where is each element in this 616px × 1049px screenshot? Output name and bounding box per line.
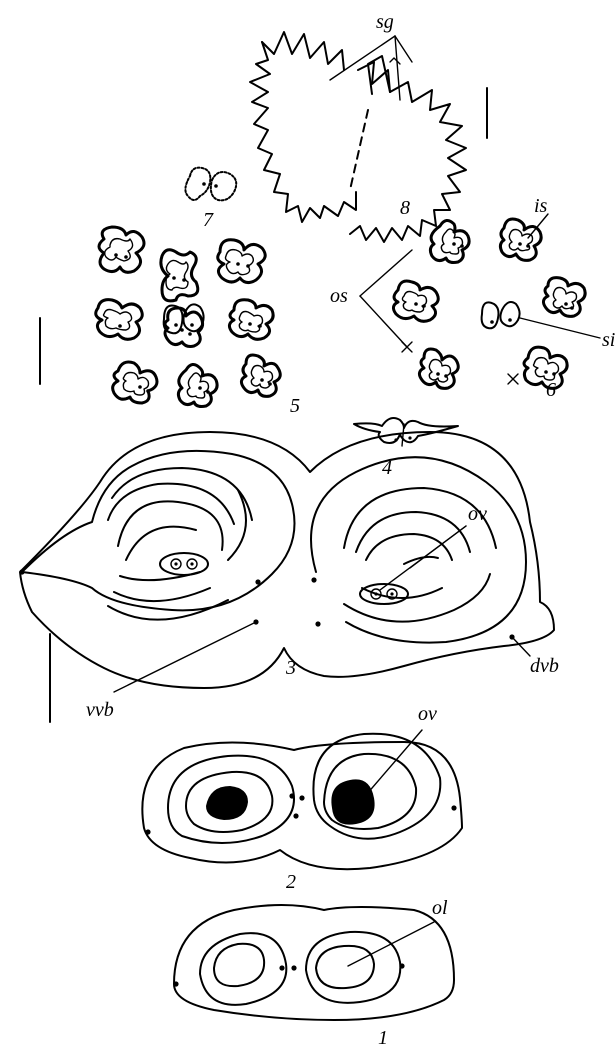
panel-6-figure (360, 214, 600, 388)
panel-7-figure (185, 168, 236, 201)
figure-number-7: 7 (203, 209, 214, 231)
panel-5-figure (40, 227, 280, 407)
figure-number-8: 8 (400, 197, 410, 219)
figure-number-5: 5 (290, 395, 300, 417)
label-os: os (330, 285, 348, 307)
figure-number-3: 3 (285, 657, 296, 679)
panel-8-figure (250, 32, 487, 242)
label-si: si (602, 329, 615, 351)
label-sg: sg (376, 11, 394, 33)
figure-number-6: 6 (546, 379, 556, 401)
label-ov-mid: ov (418, 703, 437, 725)
figure-number-1: 1 (378, 1027, 388, 1049)
figure-number-2: 2 (286, 871, 296, 893)
panel-2-figure (142, 730, 462, 869)
label-ol: ol (432, 897, 448, 919)
label-ov-top: ov (468, 503, 487, 525)
label-dvb: dvb (530, 655, 559, 677)
label-vvb: vvb (86, 699, 114, 721)
label-is: is (534, 195, 548, 217)
panel-1-figure (173, 905, 454, 1020)
